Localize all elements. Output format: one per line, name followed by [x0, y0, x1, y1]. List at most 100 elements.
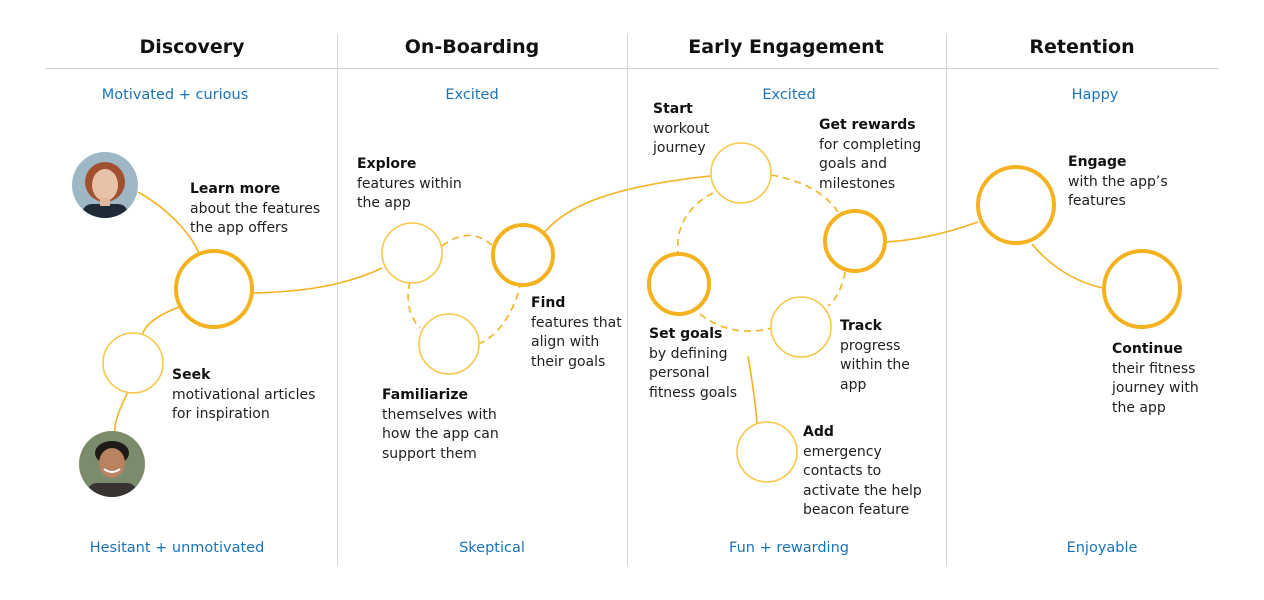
step-title: Start [653, 101, 693, 117]
step-desc-line: by defining [649, 345, 728, 362]
step-desc-line: personal [649, 365, 710, 381]
step-add: Add emergency contacts to activate the h… [803, 423, 922, 521]
step-continue: Continue their fitness journey with the … [1112, 340, 1199, 418]
emotion-bottom-onboarding: Skeptical [459, 540, 525, 556]
connector-rewards-engage [885, 221, 979, 243]
stage-title-discovery: Discovery [139, 36, 245, 58]
step-title: Add [803, 424, 834, 440]
step-desc-line: features within [357, 175, 462, 192]
step-desc-line: motivational articles [172, 386, 316, 403]
step-desc-line: workout [653, 120, 710, 137]
connector-rewards-track [827, 271, 846, 307]
node-continue [1102, 249, 1182, 329]
emotion-top-onboarding: Excited [445, 87, 499, 103]
node-find [491, 223, 555, 287]
stage-title-onboarding: On-Boarding [404, 36, 540, 58]
step-title: Find [531, 295, 566, 311]
connector-find-start [539, 175, 711, 239]
step-desc-line: fitness goals [649, 384, 738, 401]
stage-divider-2 [627, 34, 628, 566]
emotion-bottom-early-engagement: Fun + rewarding [729, 540, 849, 556]
node-learn-more [174, 249, 254, 329]
step-desc-line: align with [531, 334, 600, 350]
step-desc-line: the app offers [190, 220, 289, 236]
step-desc-line: about the features [190, 200, 321, 217]
emotion-bottom-discovery: Hesitant + unmotivated [89, 540, 265, 556]
step-desc-line: app [840, 376, 867, 393]
connector-familiarize-find [477, 285, 521, 345]
step-title: Learn more [190, 181, 281, 197]
stage-title-early-engagement: Early Engagement [688, 36, 884, 58]
stage-divider-3 [946, 34, 947, 566]
step-get-rewards: Get rewards for completing goals and mil… [819, 116, 921, 194]
step-set-goals: Set goals by defining personal fitness g… [649, 325, 737, 403]
connector-start-setgoals [676, 192, 714, 256]
stage-title-retention: Retention [1029, 36, 1135, 58]
step-desc-line: features that [531, 314, 622, 331]
connector-setgoals-track [699, 313, 773, 332]
node-familiarize [418, 313, 480, 375]
step-desc-line: progress [840, 337, 901, 354]
step-desc-line: goals and [819, 156, 888, 172]
step-desc-line: support them [382, 445, 477, 462]
step-title: Familiarize [382, 387, 468, 403]
step-desc-line: journey with [1112, 380, 1199, 396]
step-title: Continue [1112, 341, 1183, 357]
step-desc-line: the app [1112, 399, 1166, 416]
step-desc-line: contacts to [803, 463, 882, 479]
step-desc-line: with the app’s [1068, 173, 1168, 190]
node-set-goals [647, 252, 711, 316]
emotion-top-retention: Happy [1071, 87, 1119, 103]
step-desc-line: emergency [803, 443, 882, 460]
connector-seek-avatar2 [114, 391, 129, 433]
emotion-top-discovery: Motivated + curious [101, 87, 249, 103]
step-learn-more: Learn more about the features the app of… [190, 180, 320, 239]
connector-engage-continue [1031, 243, 1104, 289]
header-divider [46, 68, 1218, 69]
avatar-persona-1 [72, 152, 138, 218]
node-track [770, 296, 832, 358]
step-desc-line: for completing [819, 136, 922, 153]
connector-start-rewards [770, 174, 839, 213]
node-seek [102, 332, 164, 394]
step-title: Track [840, 318, 882, 334]
step-explore: Explore features within the app [357, 155, 462, 214]
step-desc-line: themselves with [382, 406, 497, 423]
step-desc-line: journey [653, 140, 706, 156]
step-title: Set goals [649, 326, 723, 342]
node-get-rewards [823, 209, 887, 273]
node-explore [381, 222, 443, 284]
node-engage [976, 165, 1056, 245]
step-engage: Engage with the app’s features [1068, 153, 1168, 212]
connector-explore-familiarize [407, 281, 421, 329]
emotion-top-early-engagement: Excited [762, 87, 816, 103]
step-desc-line: beacon feature [803, 502, 910, 518]
step-desc-line: within the [840, 357, 910, 373]
step-title: Get rewards [819, 117, 916, 133]
step-desc-line: features [1068, 193, 1126, 209]
node-start [710, 142, 772, 204]
step-desc-line: activate the help [803, 482, 922, 499]
step-desc-line: how the app can [382, 426, 499, 442]
step-title: Engage [1068, 154, 1127, 170]
stage-divider-1 [337, 34, 338, 566]
step-familiarize: Familiarize themselves with how the app … [382, 386, 499, 464]
step-title: Explore [357, 156, 417, 172]
step-start: Start workout journey [653, 100, 709, 159]
emotion-bottom-retention: Enjoyable [1066, 540, 1138, 556]
step-desc-line: their goals [531, 353, 606, 370]
step-track: Track progress within the app [840, 317, 910, 395]
step-desc-line: the app [357, 195, 411, 211]
avatar-persona-2 [79, 431, 145, 497]
step-seek: Seek motivational articles for inspirati… [172, 366, 315, 425]
step-title: Seek [172, 367, 211, 383]
step-desc-line: milestones [819, 175, 896, 192]
connector-track-add [747, 355, 758, 425]
node-add [736, 421, 798, 483]
connector-learn-seek [141, 305, 183, 337]
step-find: Find features that align with their goal… [531, 294, 622, 372]
connector-learn-explore [252, 267, 383, 294]
connector-explore-find [441, 234, 494, 247]
step-desc-line: their fitness [1112, 360, 1196, 377]
